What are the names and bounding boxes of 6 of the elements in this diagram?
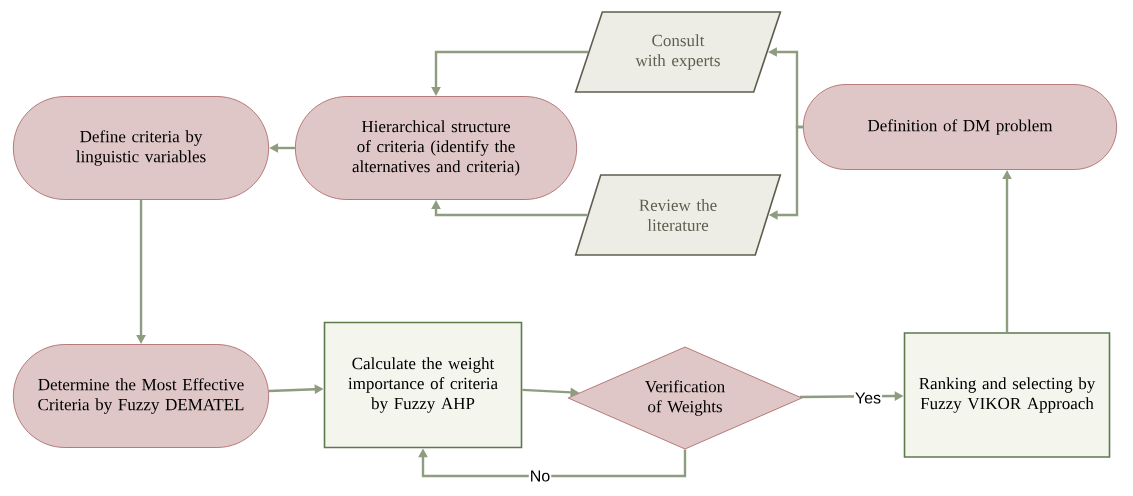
input-parallelogram: Consult with experts bbox=[574, 11, 782, 93]
process-box: Calculate the weight importance of criteria by Fuzzy AHP bbox=[323, 321, 523, 449]
edge-label: Yes bbox=[853, 391, 883, 405]
process-box: Ranking and selecting by Fuzzy VIKOR Approach bbox=[903, 332, 1111, 458]
input-parallelogram: Review the literature bbox=[574, 174, 782, 256]
edge-label: No bbox=[528, 469, 552, 483]
